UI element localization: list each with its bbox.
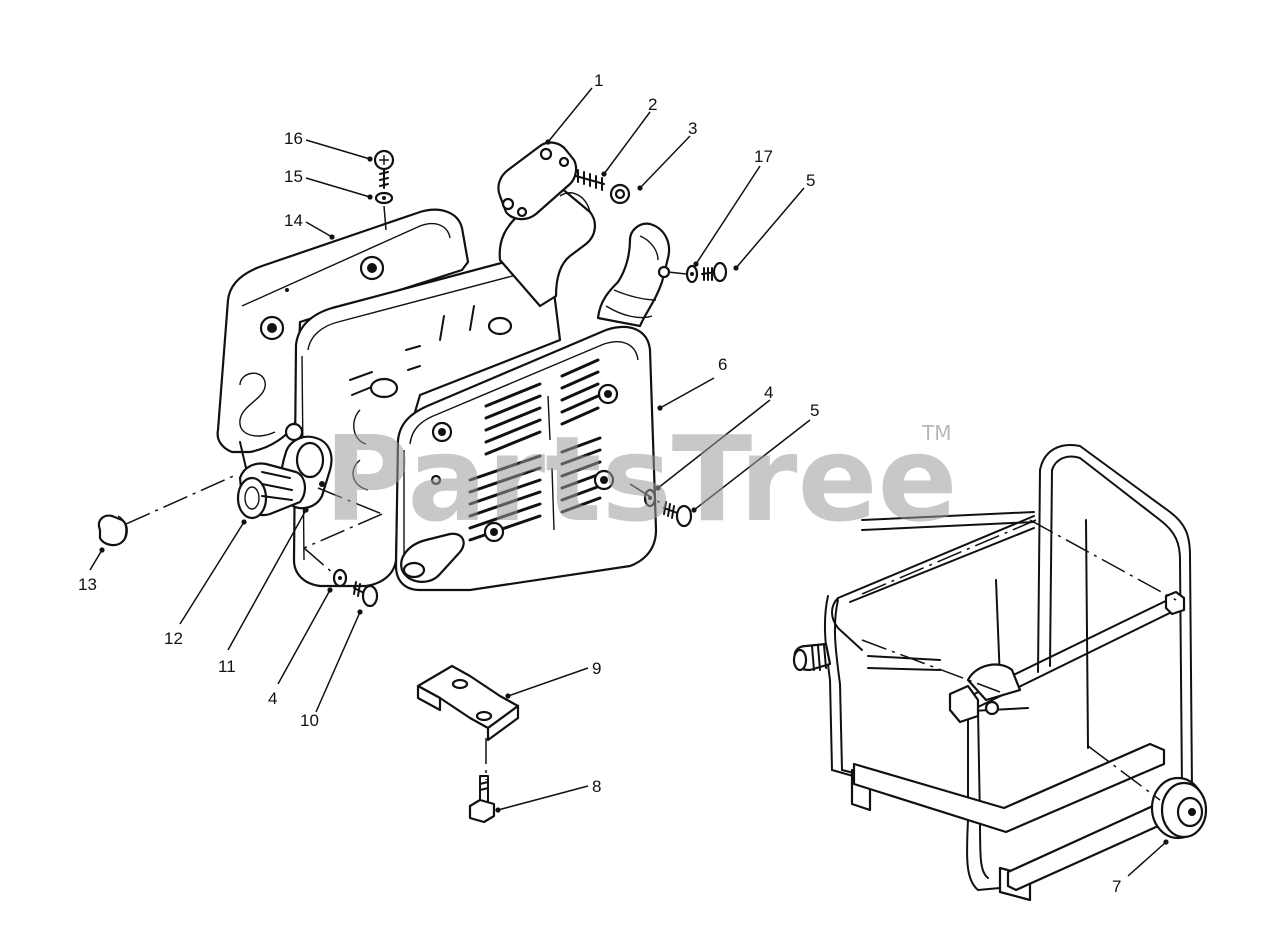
partstree-watermark: PartsTree TM [324,410,958,548]
callout-4-lower: 4 [268,689,277,708]
callout-numbers: 1 2 3 17 5 16 15 14 6 4 5 13 12 11 4 10 … [78,71,1121,896]
callout-1: 1 [594,71,603,90]
frame-cart [792,444,1208,902]
callout-3: 3 [688,119,697,138]
spark-arrestor [236,422,333,520]
cart-wheel [1150,776,1208,840]
callout-14: 14 [284,211,303,230]
callout-4-right: 4 [764,383,773,402]
callout-6: 6 [718,355,727,374]
callout-7: 7 [1112,877,1121,896]
muffler-front-cover [394,325,658,592]
heat-shield [216,208,470,454]
mounting-bracket [416,664,520,742]
watermark-brand: PartsTree [324,410,958,548]
callout-16: 16 [284,129,303,148]
callout-5-top: 5 [806,171,815,190]
callout-12: 12 [164,629,183,648]
fasteners [97,149,728,824]
callout-13: 13 [78,575,97,594]
watermark-trademark: TM [921,421,951,445]
exhaust-pipe [497,141,596,308]
assembly-lines [125,205,1177,801]
callout-2: 2 [648,95,657,114]
callout-17: 17 [754,147,773,166]
callout-9: 9 [592,659,601,678]
callout-15: 15 [284,167,303,186]
callout-11: 11 [218,657,236,676]
callout-8: 8 [592,777,601,796]
leader-lines [89,87,1169,877]
callout-5-right: 5 [810,401,819,420]
cover-grill [468,358,602,542]
callout-10: 10 [300,711,319,730]
exhaust-elbow [596,222,671,328]
